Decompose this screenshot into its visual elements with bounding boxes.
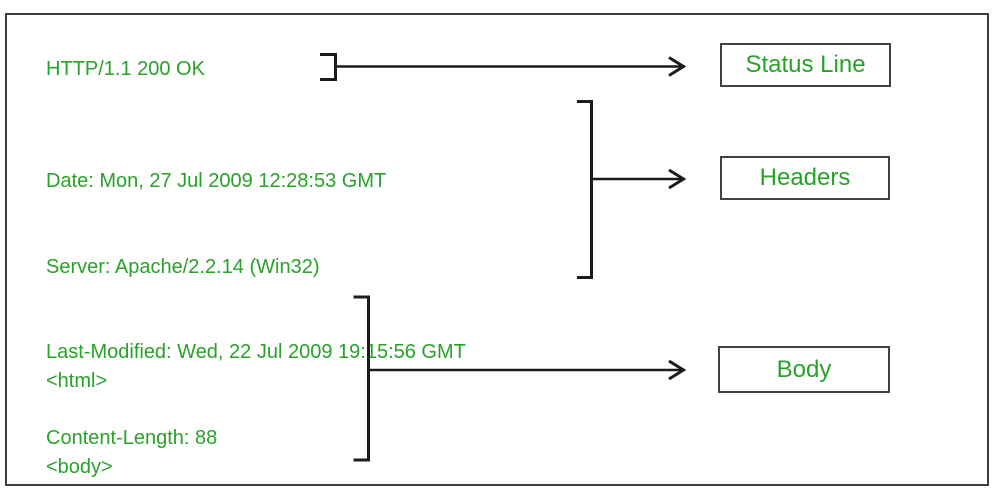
status-line-label: Status Line [745, 51, 866, 78]
header-line: Date: Mon, 27 Jul 2009 12:28:53 GMT [46, 170, 387, 192]
body-line: <body> [46, 455, 113, 478]
diagram-outer-frame [5, 13, 989, 486]
body-label: Body [776, 355, 832, 383]
header-line: Content-Length: 88 [46, 426, 218, 449]
status-line-text: HTTP/1.1 200 OK [46, 58, 205, 80]
body-line: <html> [46, 370, 108, 392]
status-line-label-box: Status Line [720, 43, 891, 87]
header-line: Last-Modified: Wed, 22 Jul 2009 19:15:56… [46, 341, 466, 363]
headers-label: Headers [759, 164, 851, 191]
body-block: <html> <body> <h1>Hello, World!</h1> </b… [46, 310, 257, 499]
headers-block: Date: Mon, 27 Jul 2009 12:28:53 GMT Serv… [46, 110, 466, 499]
body-label-box: Body [718, 346, 890, 393]
header-line: Server: Apache/2.2.14 (Win32) [46, 255, 320, 278]
headers-label-box: Headers [720, 156, 890, 200]
